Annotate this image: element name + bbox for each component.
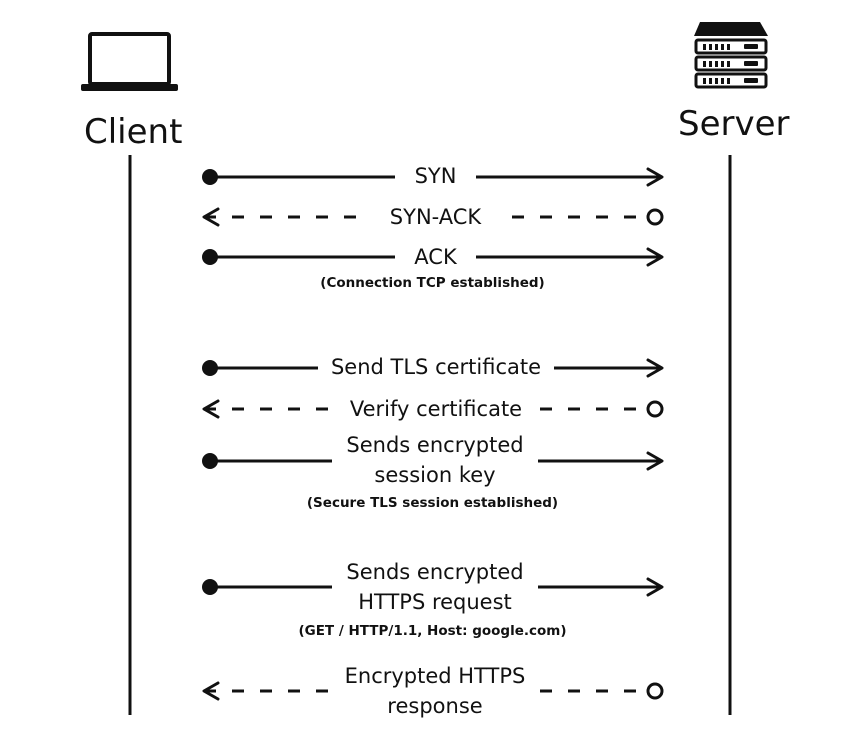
- message-arrow-verify-certificate: [202, 399, 664, 419]
- message-label-sends-encrypted-https-request: Sends encrypted HTTPS request: [332, 557, 538, 617]
- message-label-sends-encrypted-session-key: Sends encrypted session key: [332, 430, 538, 490]
- message-label-verify-certificate: Verify certificate: [338, 394, 534, 424]
- laptop-icon: [81, 32, 178, 91]
- message-label-ack: ACK: [395, 242, 476, 272]
- server-rack-icon: [694, 22, 768, 89]
- message-label-syn-ack: SYN-ACK: [370, 202, 501, 232]
- message-label-syn: SYN: [395, 161, 476, 191]
- note-http-request-line: (GET / HTTP/1.1, Host: google.com): [298, 623, 567, 639]
- server-label: Server: [678, 104, 790, 144]
- message-arrow-syn-ack: [202, 207, 664, 227]
- note-tcp-established: (Connection TCP established): [320, 275, 545, 291]
- client-label: Client: [84, 112, 183, 152]
- message-label-encrypted-https-response: Encrypted HTTPS response: [332, 661, 538, 721]
- message-label-send-tls-certificate: Send TLS certificate: [318, 352, 554, 382]
- message-arrow-encrypted-https-response: [202, 681, 664, 701]
- note-tls-established: (Secure TLS session established): [306, 495, 559, 511]
